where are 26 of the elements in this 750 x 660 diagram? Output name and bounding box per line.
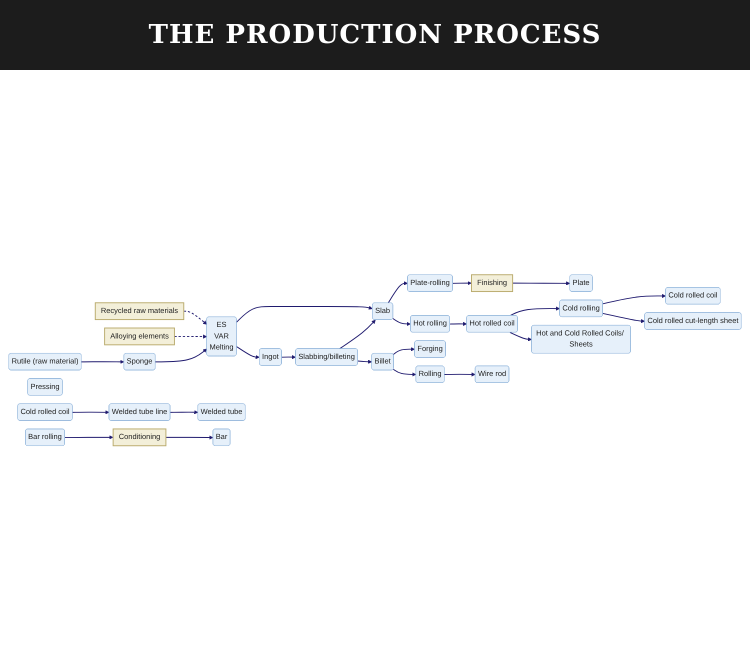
arrow [449,322,468,326]
arrow [236,346,260,359]
arrow [174,334,208,338]
title: THE PRODUCTION PROCESS [148,20,602,50]
arrow [72,410,110,414]
arrow [183,310,208,324]
arrow [452,280,472,285]
arrow [281,354,296,359]
arrow [357,359,372,364]
arrow [602,294,666,304]
arrow [154,348,208,362]
arrow [388,280,408,304]
arrow [392,346,415,355]
arrow [165,435,214,440]
arrow [602,312,646,323]
arrow [512,281,570,286]
arrow [81,360,124,364]
arrow [170,410,198,414]
arrow [236,305,373,322]
arrow [64,435,114,440]
arrow [339,319,376,350]
arrow [510,306,560,316]
arrow [392,318,411,326]
arrow [510,332,532,342]
arrow [444,372,476,376]
arrow [392,368,416,376]
